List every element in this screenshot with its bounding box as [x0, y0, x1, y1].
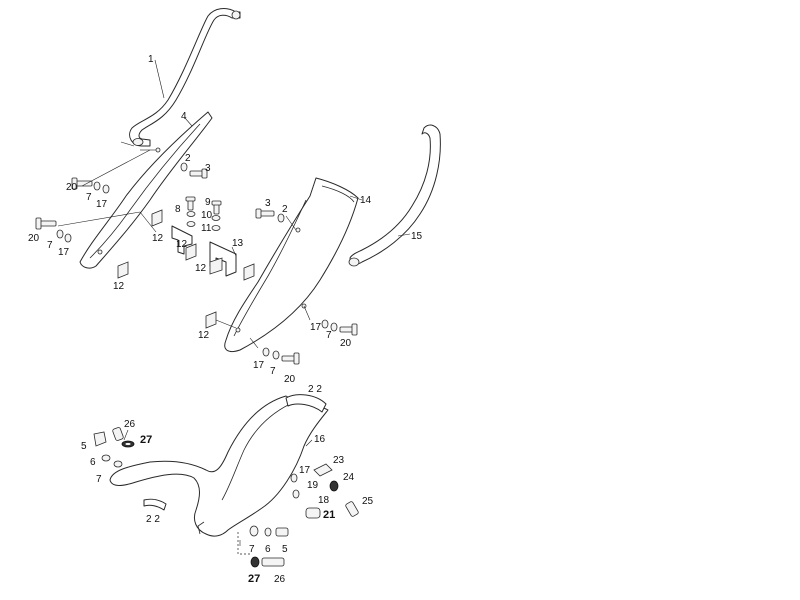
callout-6: 6: [265, 544, 271, 555]
bracket-13: [209, 241, 255, 281]
assembly-dashed-line: [237, 532, 250, 555]
part-left-side-panel: [79, 111, 213, 269]
callout-5: 5: [282, 544, 288, 555]
callout-3: 3: [205, 163, 211, 174]
callout-27: 27: [140, 434, 152, 446]
callout-20: 20: [66, 182, 78, 193]
callout-26: 26: [274, 574, 286, 585]
callout-20: 20: [284, 374, 296, 385]
callout-1: 1: [148, 54, 154, 65]
leader-lines: [57, 59, 411, 546]
callout-7: 7: [96, 474, 102, 485]
callout-14: 14: [360, 195, 372, 206]
bracket-8: [171, 225, 197, 261]
bottom-hardware: [249, 525, 289, 568]
callout-17: 17: [96, 199, 108, 210]
callout-22: 2 2: [146, 514, 160, 525]
callout-17: 17: [253, 360, 265, 371]
right-hardware-mid: [321, 319, 358, 336]
callout-27: 27: [248, 573, 260, 585]
callout-13: 13: [232, 238, 244, 249]
callout-26: 26: [124, 419, 136, 430]
part-right-grab-rail: [348, 124, 441, 267]
callout-labels: 1 4 2 3 20 7 17 20 7 17 8 9 10 11 12 12 …: [28, 54, 423, 585]
rear-left-hardware: [93, 427, 135, 468]
callout-11: 11: [201, 223, 212, 234]
callout-12: 12: [113, 281, 125, 292]
callout-12: 12: [152, 233, 164, 244]
callout-17: 17: [299, 465, 311, 476]
callout-15: 15: [411, 231, 423, 242]
callout-19: 19: [307, 480, 319, 491]
callout-3: 3: [265, 198, 271, 209]
callout-20: 20: [28, 233, 40, 244]
callout-7: 7: [249, 544, 255, 555]
part-tail-cowl: [109, 395, 329, 537]
callout-9: 9: [205, 197, 211, 208]
callout-17: 17: [58, 247, 70, 258]
callout-10: 10: [201, 210, 213, 221]
hardware-9-10-11: [185, 196, 222, 231]
callout-20: 20: [340, 338, 352, 349]
right-hardware-lower: [262, 347, 300, 365]
callout-7: 7: [86, 192, 92, 203]
part-22-seal-left: [143, 498, 167, 511]
callout-23: 23: [333, 455, 345, 466]
part-22-seal-top: [285, 394, 327, 413]
left-hardware-lower: [35, 217, 72, 243]
callout-18: 18: [318, 495, 330, 506]
rear-right-hardware: [290, 463, 359, 519]
callout-7: 7: [47, 240, 53, 251]
callout-25: 25: [362, 496, 374, 507]
part-right-side-panel: [224, 177, 359, 353]
callout-24: 24: [343, 472, 355, 483]
callout-7: 7: [270, 366, 276, 377]
left-clip-nut: [117, 209, 163, 279]
callout-21: 21: [323, 509, 335, 521]
part-left-grab-rail: [129, 8, 241, 147]
left-hardware-upper: [71, 177, 110, 194]
right-hardware-2-3: [255, 208, 285, 223]
callout-22: 2 2: [308, 384, 322, 395]
callout-4: 4: [181, 111, 187, 122]
callout-7: 7: [326, 330, 332, 341]
callout-12: 12: [198, 330, 210, 341]
callout-8: 8: [175, 204, 181, 215]
callout-6: 6: [90, 457, 96, 468]
callout-12: 12: [195, 263, 207, 274]
callout-5: 5: [81, 441, 87, 452]
right-clip-nuts: [205, 311, 217, 329]
callout-12: 12: [176, 239, 188, 250]
left-hardware-2-3: [180, 162, 208, 179]
callout-2: 2: [185, 153, 191, 164]
callout-16: 16: [314, 434, 326, 445]
callout-2: 2: [282, 204, 288, 215]
callout-17: 17: [310, 322, 322, 333]
